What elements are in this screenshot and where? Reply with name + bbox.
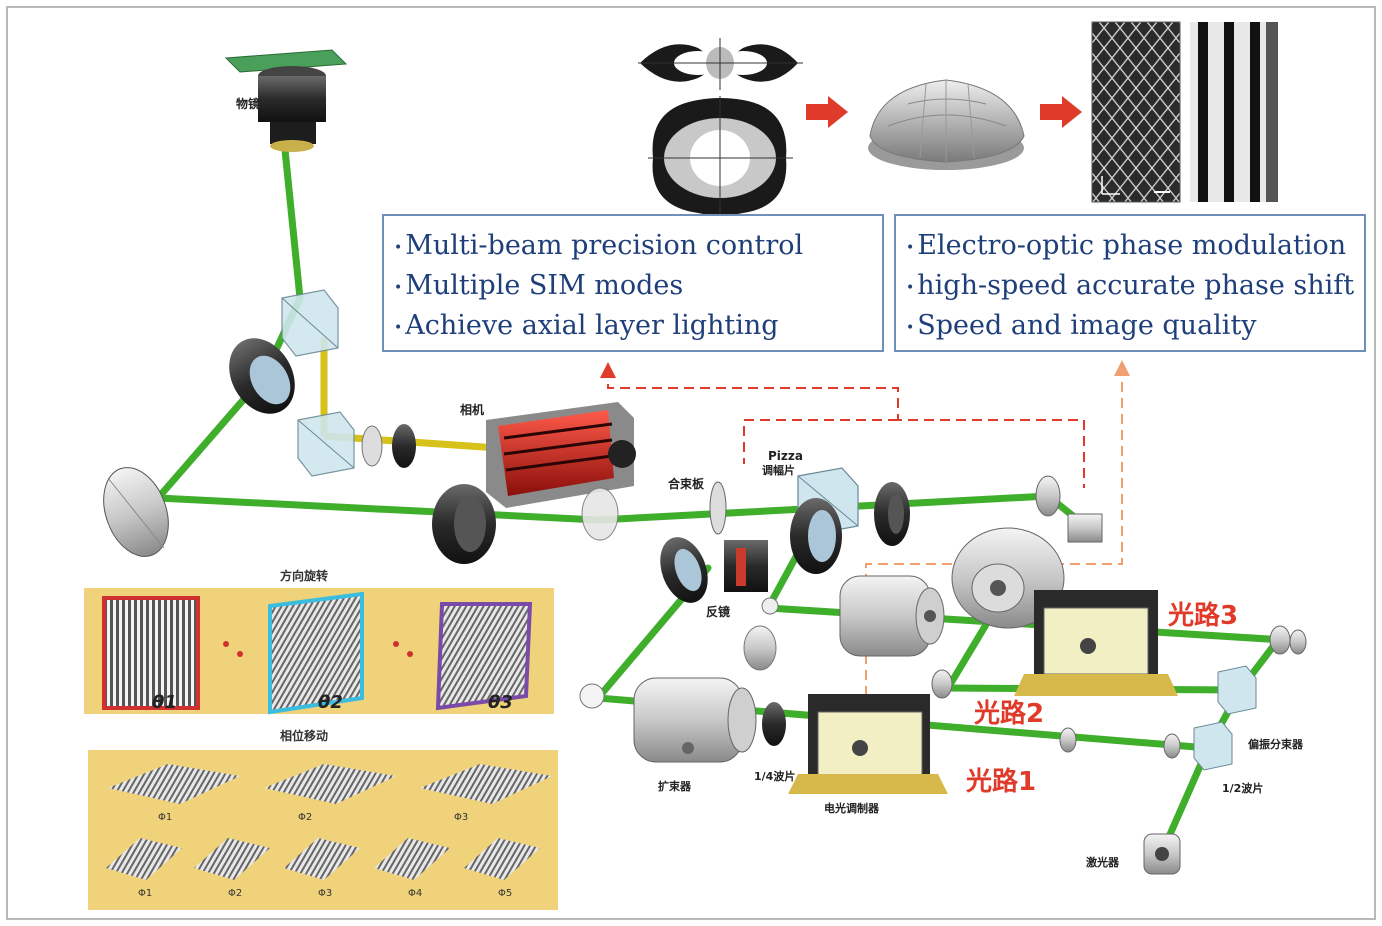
mirror-bottom-left: [579, 683, 605, 709]
feature-box-right: •Electro-optic phase modulation •high-sp…: [894, 214, 1366, 352]
feature-item: •high-speed accurate phase shift: [906, 270, 1355, 301]
label-quarter-wave: 1/4波片: [754, 769, 795, 783]
rotation-title: 方向旋转: [280, 568, 328, 583]
label-polarizing-splitter: 偏振分束器: [1248, 737, 1304, 751]
bullet-icon: •: [906, 320, 915, 336]
dashed-arrow-red: [607, 368, 1085, 488]
mirror-mount-right: [1035, 475, 1103, 543]
label-laser: 激光器: [1086, 855, 1120, 869]
galvo-mirror: [724, 540, 768, 592]
mirror-left-2: [931, 669, 953, 699]
laser-source: [1143, 833, 1181, 875]
bullet-icon: •: [906, 240, 915, 256]
feature-item: •Multiple SIM modes: [394, 270, 684, 301]
bullet-icon: •: [394, 240, 403, 256]
phase-panel: [88, 750, 558, 910]
feature-item: •Multi-beam precision control: [394, 230, 804, 261]
arrow-red-1: [806, 96, 848, 128]
lens-lower-left: [660, 537, 708, 603]
label-path1: 光路1: [965, 766, 1036, 797]
label-expander: 扩束器: [658, 779, 692, 793]
polarizing-splitter-cubes: [1193, 665, 1257, 771]
lens-left: [229, 338, 295, 414]
mirror-left: [103, 467, 169, 557]
angle-theta1: θ1: [152, 692, 177, 713]
label-combiner: 合束板: [668, 476, 705, 491]
bullet-icon: •: [394, 320, 403, 336]
eo-modulator-3: [1014, 590, 1178, 696]
phase-top-1: Φ1: [158, 812, 172, 823]
eo-modulator-1: [788, 694, 948, 794]
quarter-wave-plate: [762, 702, 786, 746]
phase-top-3: Φ3: [454, 812, 468, 823]
structured-illumination-image: [1091, 21, 1181, 203]
arrow-red-2: [1040, 96, 1082, 128]
bullet-icon: •: [906, 280, 915, 296]
phase-bottom-1: Φ1: [138, 888, 152, 899]
objective-lens: [224, 49, 348, 152]
dashed-arrow-orange-head: [1114, 360, 1130, 376]
feature-item: •Electro-optic phase modulation: [906, 230, 1347, 261]
beam-splitter-cube-upper: [281, 289, 339, 357]
label-pizza: Pizza: [768, 449, 803, 463]
combiner-plate: [581, 481, 727, 541]
mirror-small: [743, 597, 779, 671]
figure-frame: 物镜 相机 合束板 Pizza 调幅片: [6, 6, 1376, 920]
phase-bottom-5: Φ5: [498, 888, 512, 899]
feature-item: •Speed and image quality: [906, 310, 1257, 341]
beam-expander: [633, 677, 757, 763]
bullet-icon: •: [394, 280, 403, 296]
label-eo-modulator: 电光调制器: [824, 801, 880, 815]
lens-middle: [432, 484, 496, 564]
angle-theta3: θ3: [488, 692, 513, 713]
mirror-bottom-right: [1059, 727, 1181, 759]
phase-top-2: Φ2: [298, 812, 312, 823]
label-half-wave: 1/2波片: [1222, 781, 1263, 795]
label-camera: 相机: [460, 402, 484, 417]
camera: [486, 402, 636, 508]
phase-bottom-3: Φ3: [318, 888, 332, 899]
angle-theta2: θ2: [318, 692, 343, 713]
phase-title: 相位移动: [280, 728, 328, 743]
label-objective: 物镜: [236, 96, 260, 111]
dashed-arrow-red-head: [600, 362, 616, 378]
phase-bottom-2: Φ2: [228, 888, 242, 899]
label-pizza-halfwave: 调幅片: [762, 463, 795, 477]
phase-bottom-4: Φ4: [408, 888, 422, 899]
rotation-panel: [84, 588, 554, 715]
lens-tube-camera: [361, 424, 416, 468]
feature-box-left: •Multi-beam precision control •Multiple …: [382, 214, 884, 352]
feature-item: •Achieve axial layer lighting: [394, 310, 779, 341]
optical-setup-diagram: 物镜 相机 合束板 Pizza 调幅片: [84, 21, 1307, 910]
label-path2: 光路2: [973, 698, 1044, 729]
expander-middle: [839, 575, 945, 657]
label-mirror: 反镜: [706, 604, 730, 619]
3d-otf-dome: [868, 79, 1025, 170]
mirror-right-3: [1269, 625, 1307, 655]
beam-splitter-cube-lower: [297, 411, 355, 477]
lens-pair-mid: [790, 482, 910, 574]
otf-petal-pattern: [638, 38, 803, 218]
label-path3: 光路3: [1167, 600, 1238, 631]
fringe-pattern-image: [1190, 22, 1278, 202]
